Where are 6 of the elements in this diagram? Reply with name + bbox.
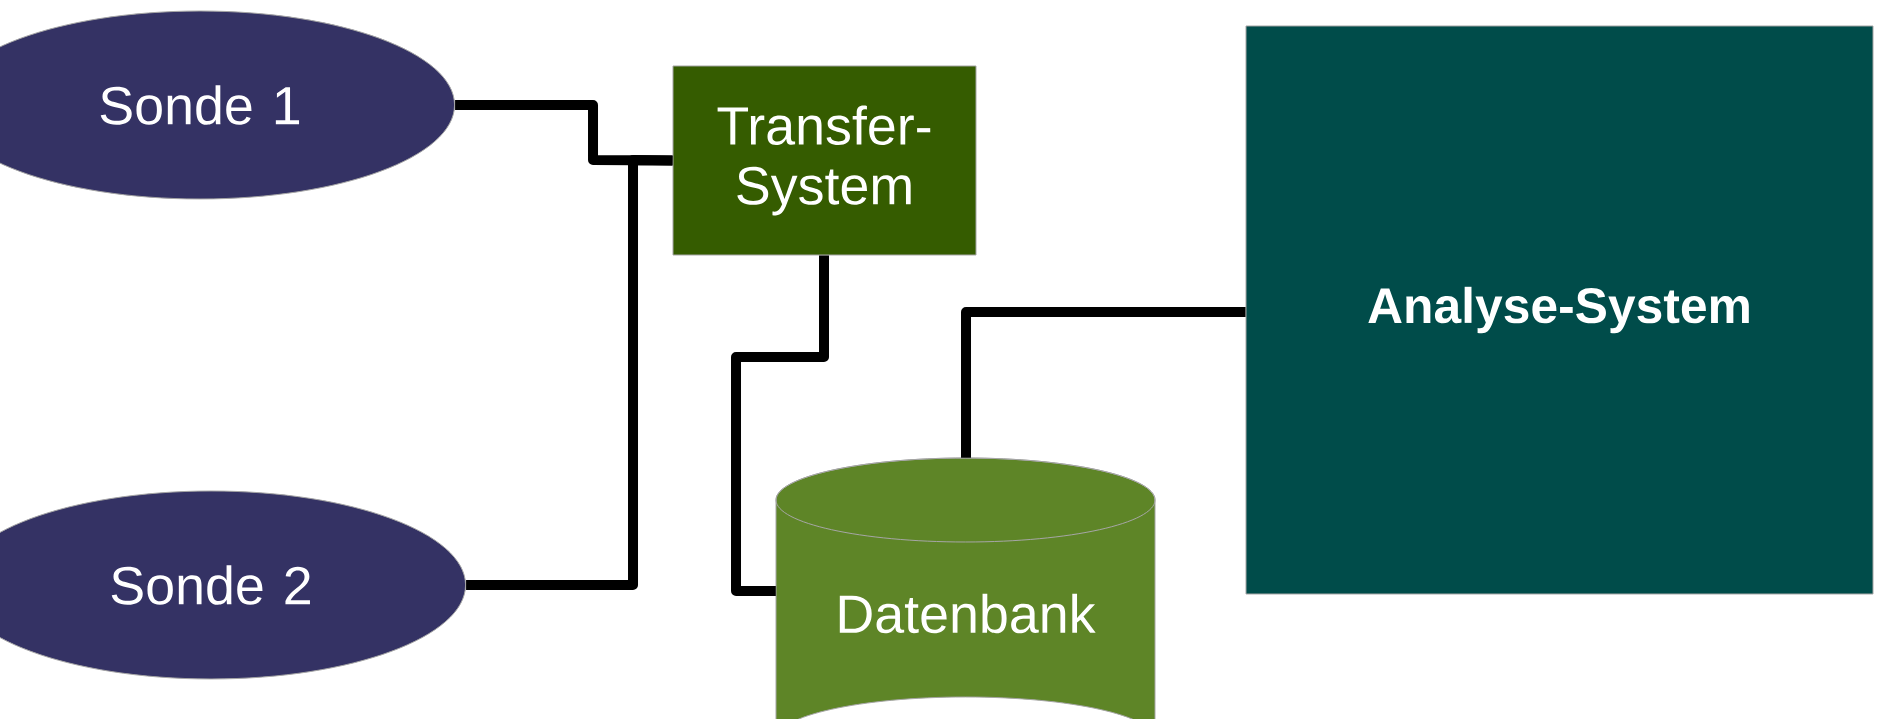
system-box: Analyse-System	[1245, 25, 1874, 595]
connector-line	[466, 155, 673, 590]
connector-line	[731, 255, 829, 596]
process-box: Transfer-System	[672, 65, 977, 256]
database-cylinder: Datenbank	[775, 457, 1156, 719]
connector-line	[961, 307, 1246, 458]
